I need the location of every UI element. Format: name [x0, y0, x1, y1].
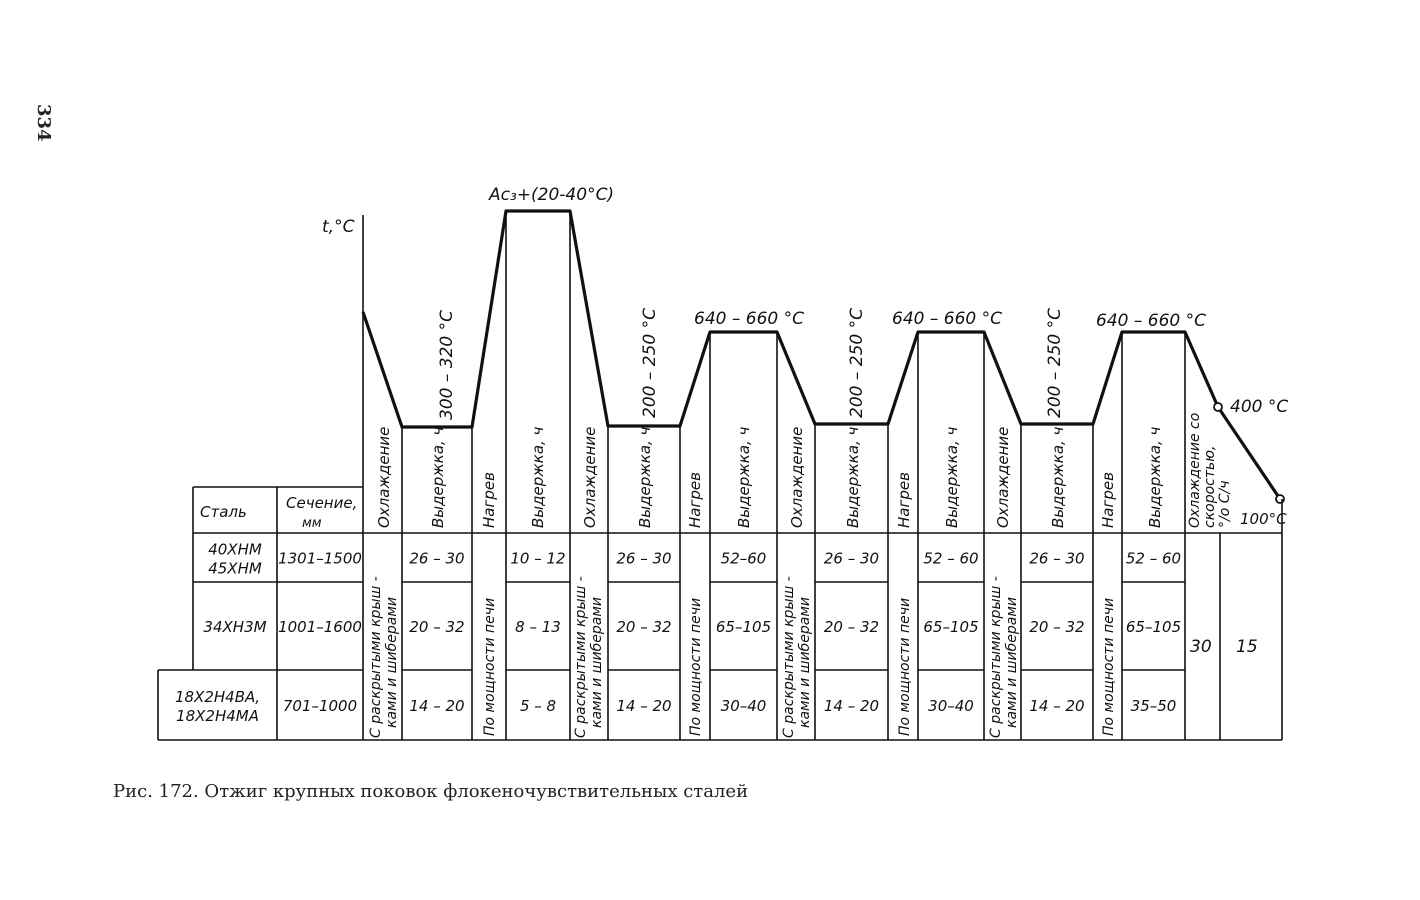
- steel-name: 45ХНМ: [208, 560, 262, 578]
- merged-cool-c-2: ками и шиберами: [797, 597, 813, 728]
- header-final-cool-2: скоростью,: [1202, 445, 1218, 528]
- hold-time-h6: 65–105: [923, 618, 978, 636]
- section-value: 1301–1500: [278, 550, 362, 568]
- header-heat-2: Нагрев: [686, 472, 704, 528]
- temp-hold6: 200 – 250 °C: [1045, 308, 1065, 418]
- header-hold-8: Выдержка, ч: [1146, 426, 1164, 528]
- hold-time-h8: 35–50: [1131, 697, 1177, 715]
- hold-time-h8: 65–105: [1126, 618, 1181, 636]
- hold-time-h2: 10 – 12: [510, 550, 565, 568]
- hold-time-h8: 52 – 60: [1126, 550, 1181, 568]
- hold-time-h5: 14 – 20: [824, 697, 879, 715]
- temp-hold4: 200 – 250 °C: [847, 308, 867, 418]
- header-section-unit: мм: [302, 516, 322, 531]
- merged-cool-d-1: С раскрытыми крыш -: [988, 576, 1004, 738]
- temp-hold2: 200 – 250 °C: [640, 308, 660, 418]
- temp-hold5: 640 – 660 °C: [892, 309, 1002, 329]
- merged-cool-b-2: ками и шиберами: [589, 597, 605, 728]
- header-hold-4: Выдержка, ч: [735, 426, 753, 528]
- row-lines: [158, 486, 1282, 741]
- temp-hold7: 640 – 660 °C: [1096, 311, 1206, 331]
- merged-heat-d: По мощности печи: [1101, 598, 1117, 736]
- hold-time-h6: 30–40: [928, 697, 974, 715]
- steel-name: 34ХН3М: [203, 618, 266, 636]
- merged-cells: С раскрытыми крыш - ками и шиберами По м…: [368, 576, 1117, 738]
- figure-caption: Рис. 172. Отжиг крупных поковок флокеноч…: [113, 781, 748, 802]
- section-value: 701–1000: [283, 697, 357, 715]
- hold-time-h3: 26 – 30: [616, 550, 671, 568]
- hold-time-h4: 65–105: [716, 618, 771, 636]
- merged-heat-b: По мощности печи: [688, 598, 704, 736]
- header-hold-1: Выдержка, ч: [429, 426, 447, 528]
- hold-time-h3: 14 – 20: [616, 697, 671, 715]
- temp-100: 100°C: [1240, 510, 1287, 528]
- header-steel: Сталь: [200, 503, 247, 521]
- steel-name: 18Х2Н4МА: [176, 707, 259, 725]
- section-value: 1001–1600: [278, 618, 362, 636]
- header-section: Сечение,: [286, 494, 357, 512]
- point-100-marker: [1275, 494, 1285, 504]
- final-rate-2: 15: [1236, 637, 1258, 657]
- steel-name: 18Х2Н4ВА,: [175, 688, 260, 706]
- steel-name: 40ХНМ: [208, 541, 262, 559]
- point-400-marker: [1213, 402, 1223, 412]
- hold-time-h1: 26 – 30: [409, 550, 464, 568]
- hold-time-h4: 30–40: [721, 697, 767, 715]
- hold-time-h2: 5 – 8: [520, 697, 556, 715]
- hold-time-h5: 20 – 32: [824, 618, 879, 636]
- header-hold-7: Выдержка, ч: [1049, 426, 1067, 528]
- temp-quench-top: Ac₃+(20-40°C): [488, 185, 614, 205]
- header-hold-6: Выдержка, ч: [943, 426, 961, 528]
- hold-time-h5: 26 – 30: [824, 550, 879, 568]
- merged-cool-b-1: С раскрытыми крыш -: [573, 576, 589, 738]
- header-cool-2: Охлаждение: [581, 427, 599, 528]
- header-cool-1: Охлаждение: [375, 427, 393, 528]
- hold-time-h4: 52–60: [721, 550, 767, 568]
- merged-cool-a-1: С раскрытыми крыш -: [368, 576, 384, 738]
- hold-time-h1: 14 – 20: [409, 697, 464, 715]
- hold-time-h6: 52 – 60: [923, 550, 978, 568]
- header-final-cool-1: Охлаждение со: [1187, 413, 1203, 528]
- temp-hold3: 640 – 660 °C: [694, 309, 804, 329]
- merged-heat-c: По мощности печи: [897, 598, 913, 736]
- page-number: 334: [33, 104, 54, 142]
- hold-time-h7: 26 – 30: [1029, 550, 1084, 568]
- axis-label: t,°C: [322, 217, 355, 237]
- hold-time-h1: 20 – 32: [409, 618, 464, 636]
- hold-time-h7: 20 – 32: [1029, 618, 1084, 636]
- header-final-cool-3: °/о С/ч: [1217, 481, 1233, 529]
- header-heat-1: Нагрев: [480, 472, 498, 528]
- header-hold-2: Выдержка, ч: [529, 426, 547, 528]
- temp-400: 400 °C: [1230, 397, 1288, 417]
- header-cool-4: Охлаждение: [994, 427, 1012, 528]
- temp-hold1: 300 – 320 °C: [437, 310, 457, 420]
- header-hold-5: Выдержка, ч: [844, 426, 862, 528]
- temperature-curve: [361, 209, 1282, 500]
- merged-cool-a-2: ками и шиберами: [384, 597, 400, 728]
- final-rate-1: 30: [1190, 637, 1212, 657]
- merged-heat-a: По мощности печи: [482, 598, 498, 736]
- hold-time-h7: 14 – 20: [1029, 697, 1084, 715]
- rotated-headers: Охлаждение Выдержка, ч Нагрев Выдержка, …: [375, 413, 1233, 528]
- header-heat-3: Нагрев: [895, 472, 913, 528]
- header-heat-4: Нагрев: [1099, 472, 1117, 528]
- merged-cool-c-1: С раскрытыми крыш -: [781, 576, 797, 738]
- header-hold-3: Выдержка, ч: [636, 426, 654, 528]
- hold-time-h2: 8 – 13: [515, 618, 561, 636]
- merged-cool-d-2: ками и шиберами: [1004, 597, 1020, 728]
- header-cool-3: Охлаждение: [788, 427, 806, 528]
- hold-time-h3: 20 – 32: [616, 618, 671, 636]
